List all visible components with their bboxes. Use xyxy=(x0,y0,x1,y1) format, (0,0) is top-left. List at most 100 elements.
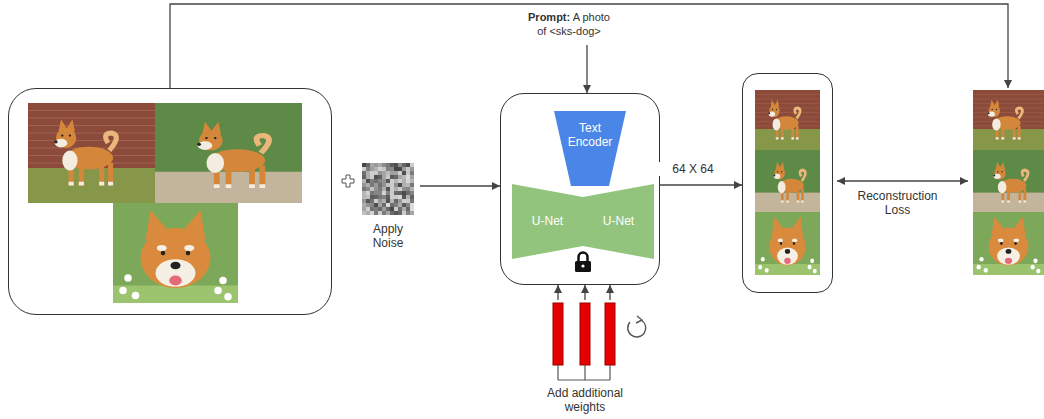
edge-label: Reconstruction Loss xyxy=(852,189,944,217)
noise-cell xyxy=(362,175,366,179)
noise-cell xyxy=(390,163,394,167)
noise-cell xyxy=(362,187,366,191)
noise-cell xyxy=(390,183,394,187)
noise-cell xyxy=(410,211,414,215)
prompt-keyword: Prompt: xyxy=(528,11,570,23)
unet-block: U-Net xyxy=(512,184,583,259)
noise-cell xyxy=(362,171,366,175)
noise-cell xyxy=(386,175,390,179)
connector xyxy=(660,185,742,186)
noise-cell xyxy=(370,203,374,207)
noise-cell xyxy=(382,195,386,199)
noise-cell xyxy=(390,195,394,199)
noise-cell xyxy=(406,195,410,199)
edge-label: 64 X 64 xyxy=(658,162,728,176)
dog-photo xyxy=(755,150,820,212)
output-panel xyxy=(742,73,833,293)
noise-cell xyxy=(362,191,366,195)
noise-cell xyxy=(386,191,390,195)
dog-photo xyxy=(28,103,155,203)
connector xyxy=(837,181,968,182)
noise-cell xyxy=(390,175,394,179)
noise-cell xyxy=(366,167,370,171)
noise-cell xyxy=(390,167,394,171)
noise-cell xyxy=(362,163,366,167)
unet-block-shape xyxy=(512,184,583,259)
noise-cell xyxy=(370,171,374,175)
noise-cell xyxy=(378,179,382,183)
noise-cell xyxy=(402,179,406,183)
dog-photo xyxy=(973,150,1044,212)
noise-cell xyxy=(406,207,410,211)
noise-cell xyxy=(410,183,414,187)
noise-cell xyxy=(394,187,398,191)
noise-cell xyxy=(398,167,402,171)
noise-cell xyxy=(370,195,374,199)
noise-cell xyxy=(362,195,366,199)
noise-cell xyxy=(406,171,410,175)
noise-cell xyxy=(398,191,402,195)
noise-square xyxy=(362,163,414,215)
noise-cell xyxy=(382,163,386,167)
noise-cell xyxy=(390,199,394,203)
connector-line xyxy=(420,185,500,186)
weight-bar xyxy=(580,303,590,365)
noise-cell xyxy=(366,175,370,179)
noise-cell xyxy=(406,163,410,167)
noise-cell xyxy=(382,207,386,211)
noise-cell xyxy=(362,179,366,183)
noise-cell xyxy=(410,207,414,211)
noise-cell xyxy=(378,187,382,191)
noise-cell xyxy=(378,195,382,199)
noise-cell xyxy=(362,207,366,211)
noise-cell xyxy=(410,179,414,183)
noise-cell xyxy=(386,211,390,215)
unet-block-label: U-Net xyxy=(516,214,579,228)
noise-cell xyxy=(402,211,406,215)
noise-cell xyxy=(410,167,414,171)
noise-cell xyxy=(374,187,378,191)
noise-cell xyxy=(390,207,394,211)
noise-cell xyxy=(374,199,378,203)
noise-cell xyxy=(378,183,382,187)
noise-cell xyxy=(386,195,390,199)
noise-cell xyxy=(366,187,370,191)
noise-cell xyxy=(390,187,394,191)
noise-cell xyxy=(374,207,378,211)
connector xyxy=(170,4,1008,88)
noise-cell xyxy=(410,163,414,167)
noise-cell xyxy=(382,171,386,175)
noise-cell xyxy=(362,211,366,215)
text-encoder: Text Encoder xyxy=(554,111,626,186)
noise-cell xyxy=(366,163,370,167)
noise-cell xyxy=(406,211,410,215)
refresh-head xyxy=(636,316,642,323)
dog-photo xyxy=(973,212,1044,275)
connector-line xyxy=(584,285,585,300)
noise-cell xyxy=(398,199,402,203)
noise-cell xyxy=(406,199,410,203)
noise-input: Apply Noise xyxy=(356,160,420,254)
text-encoder-label: Text Encoder xyxy=(562,121,618,149)
noise-cell xyxy=(386,179,390,183)
noise-cell xyxy=(374,171,378,175)
noise-input-label: Apply Noise xyxy=(363,222,413,250)
connector-line xyxy=(170,4,1008,88)
noise-cell xyxy=(406,187,410,191)
bar-joiner xyxy=(558,365,610,380)
connector xyxy=(420,186,500,187)
dog-photo xyxy=(113,203,238,303)
noise-cell xyxy=(374,195,378,199)
noise-cell xyxy=(402,163,406,167)
noise-cell xyxy=(366,179,370,183)
noise-cell xyxy=(398,171,402,175)
noise-cell xyxy=(394,167,398,171)
noise-cell xyxy=(370,207,374,211)
noise-cell xyxy=(374,175,378,179)
noise-cell xyxy=(382,183,386,187)
noise-cell xyxy=(366,211,370,215)
noise-cell xyxy=(406,167,410,171)
noise-cell xyxy=(394,183,398,187)
noise-cell xyxy=(410,195,414,199)
